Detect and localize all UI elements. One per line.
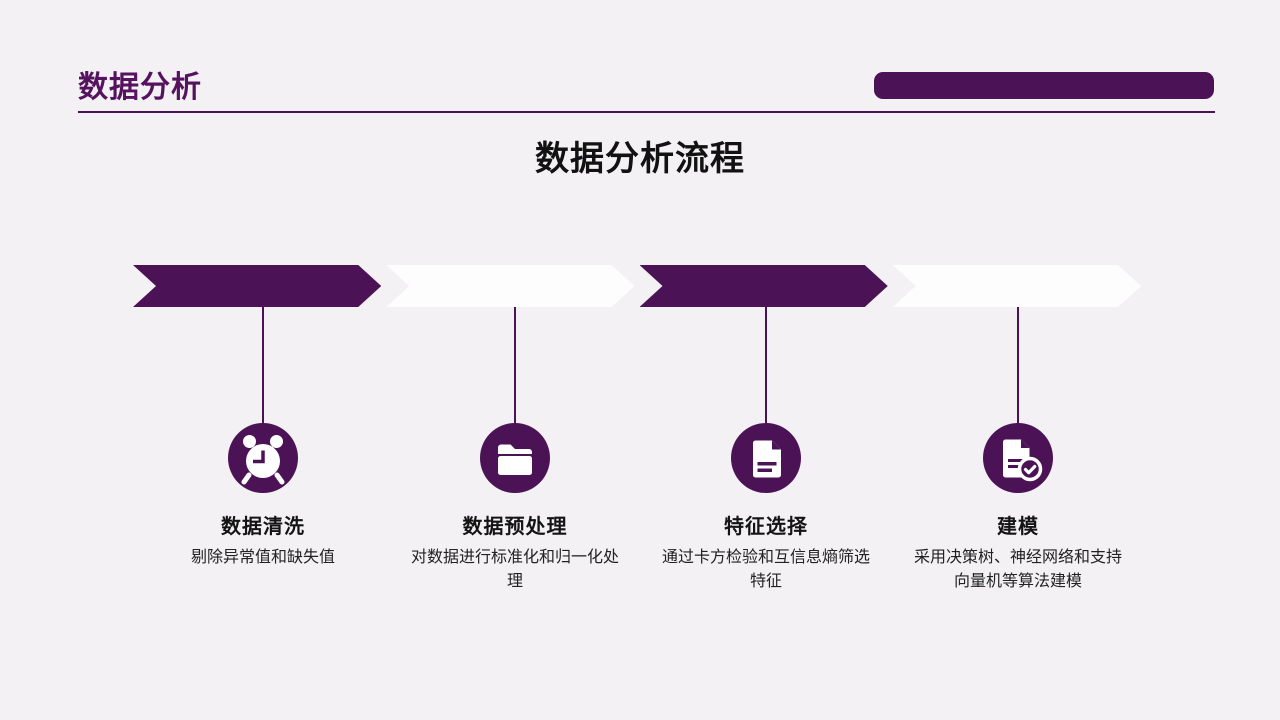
step-column-3: 特征选择 通过卡方检验和互信息熵筛选特征 [641,423,891,594]
step-label: 建模 [997,516,1039,538]
page-title: 数据分析 [78,71,202,104]
chevron-arrow-1 [133,265,381,307]
connector-line [1017,307,1019,423]
alarm-clock-icon [228,423,298,493]
section-heading: 数据分析流程 [535,140,745,178]
connector-line [514,307,516,423]
document-icon [731,423,801,493]
header-accent-bar [874,72,1214,99]
step-column-1: 数据清洗 剔除异常值和缺失值 [138,423,388,570]
step-label: 特征选择 [724,516,808,538]
chevron-arrow-4 [893,265,1141,307]
connector-line [765,307,767,423]
connector-line [262,307,264,423]
step-column-2: 数据预处理 对数据进行标准化和归一化处理 [390,423,640,594]
header-divider [78,111,1215,113]
step-description: 剔除异常值和缺失值 [190,549,335,566]
chevron-arrow-2 [386,265,634,307]
step-description: 对数据进行标准化和归一化处理 [411,549,620,590]
step-description: 采用决策树、神经网络和支持向量机等算法建模 [914,549,1123,590]
chevron-arrow-3 [640,265,888,307]
step-label: 数据清洗 [221,516,305,538]
document-check-icon [983,423,1053,493]
folder-icon [480,423,550,493]
step-column-4: 建模 采用决策树、神经网络和支持向量机等算法建模 [893,423,1143,594]
step-description: 通过卡方检验和互信息熵筛选特征 [662,549,871,590]
step-label: 数据预处理 [462,516,568,538]
process-arrow-row [133,265,1141,307]
